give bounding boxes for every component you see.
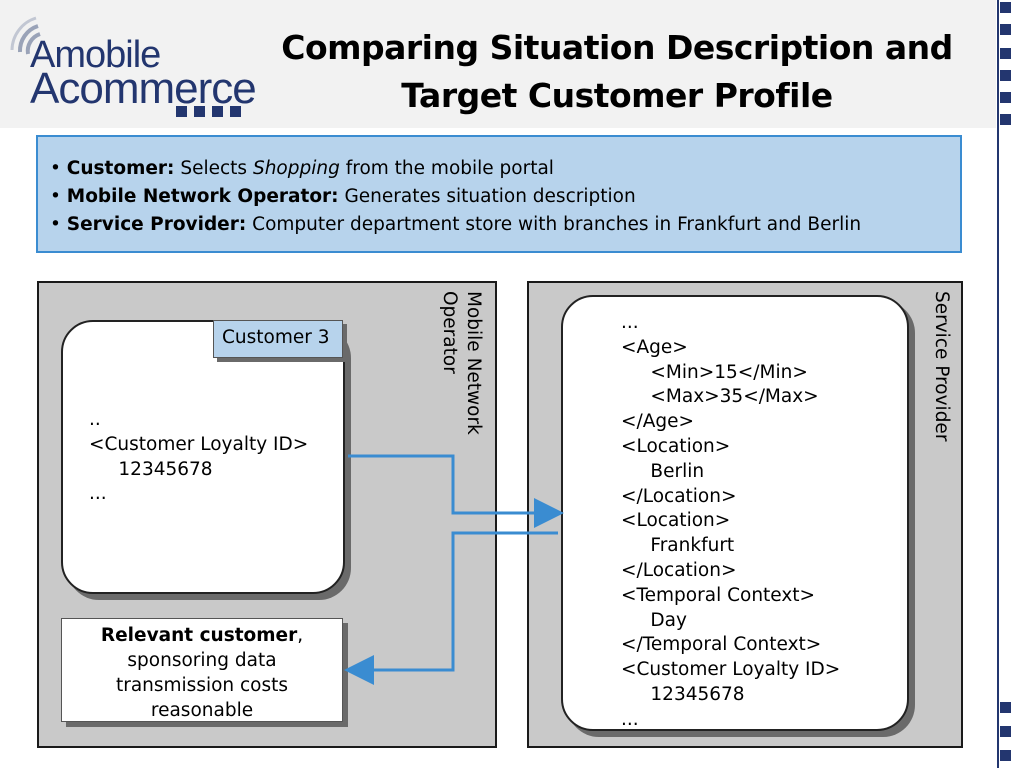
page-title: Comparing Situation Description and Targ… xyxy=(262,24,972,120)
logo-line-1: Amobile xyxy=(30,34,161,76)
customer-profile-text: ... <Age> <Min>15</Min> <Max>35</Max> </… xyxy=(621,312,841,730)
service-provider-label: Service Provider xyxy=(931,291,952,442)
customer-tag: Customer 3 xyxy=(213,320,343,358)
intro-item-provider: • Service Provider: Computer department … xyxy=(50,214,862,235)
operator-label: Mobile Network Operator xyxy=(439,291,484,435)
relevance-note: Relevant customer, sponsoring data trans… xyxy=(61,618,343,722)
situation-description-text: .. <Customer Loyalty ID> 12345678 ... xyxy=(89,409,309,505)
customer-profile-card: ... <Age> <Min>15</Min> <Max>35</Max> </… xyxy=(561,295,909,731)
intro-callout: • Customer: Selects Shopping from the mo… xyxy=(36,135,962,253)
intro-item-customer: • Customer: Selects Shopping from the mo… xyxy=(50,158,554,179)
title-line-1: Comparing Situation Description and xyxy=(281,28,953,67)
header: Amobile Acommerce Comparing Situation De… xyxy=(0,0,996,128)
logo-line-2: Acommerce xyxy=(30,64,257,113)
mobile-commerce-logo: Amobile Acommerce xyxy=(10,12,260,117)
signal-icon xyxy=(10,16,41,55)
logo-dots xyxy=(176,102,248,121)
right-border-rule xyxy=(997,0,999,768)
service-provider-panel: Service Provider ... <Age> <Min>15</Min>… xyxy=(527,281,963,748)
situation-description-card: .. <Customer Loyalty ID> 12345678 ... xyxy=(61,320,345,594)
mobile-network-operator-panel: Mobile Network Operator .. <Customer Loy… xyxy=(37,281,497,748)
title-line-2: Target Customer Profile xyxy=(401,76,833,115)
intro-item-operator: • Mobile Network Operator: Generates sit… xyxy=(50,186,636,207)
